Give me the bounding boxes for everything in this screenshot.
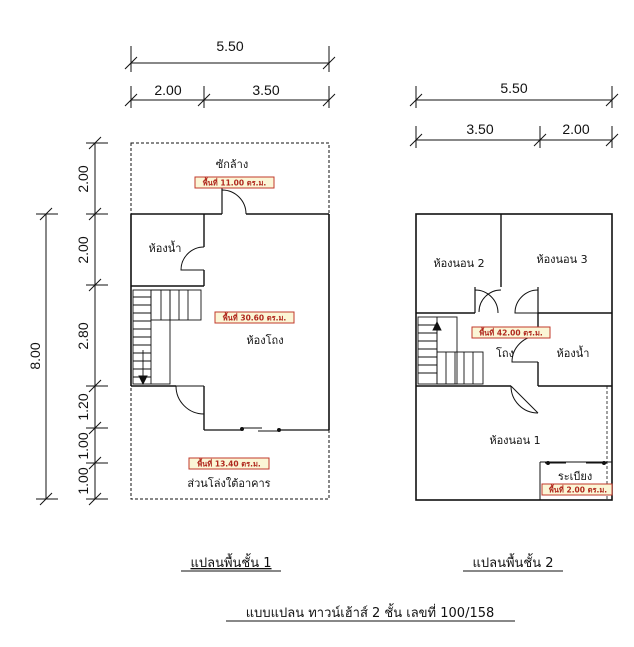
plan2-balcony-door (545, 461, 607, 465)
hall-label: ห้องโถง (246, 333, 283, 347)
plan1-width-seg-a-label: 2.00 (154, 82, 181, 98)
bathroom-1-label: ห้องน้ำ (149, 240, 182, 255)
drawing-title: แบบแปลน ทาวน์เฮ้าส์ 2 ชั้น เลขที่ 100/15… (246, 603, 495, 621)
parking-area-tag (188, 457, 270, 470)
plan2-width-seg-b-label: 2.00 (562, 121, 589, 137)
plan1-outline (130, 142, 330, 500)
plan1-caption: แปลนพื้นชั้น 1 (190, 553, 271, 571)
bathroom-2-label: ห้องน้ำ (557, 345, 590, 360)
plan1-row-label: 1.20 (75, 393, 91, 420)
plan2-hall-label: โถง (496, 346, 514, 360)
plan2-walls (415, 213, 613, 501)
plan1-width-total-label: 5.50 (216, 38, 243, 54)
balcony-area-label: พื้นที่ 2.00 ตร.ม. (549, 484, 607, 495)
parking-label: ส่วนโล่งใต้อาคาร (187, 476, 270, 490)
parking-area-label: พื้นที่ 13.40 ตร.ม. (197, 458, 261, 469)
plan2-hall-area-label: พื้นที่ 42.00 ตร.ม. (479, 327, 543, 338)
plan1-sliding-door (240, 427, 281, 432)
bedroom-3-label: ห้องนอน 3 (536, 253, 587, 266)
plan2-hall-area-tag (471, 326, 551, 339)
balcony-area-tag (541, 483, 613, 496)
hall-area-tag (214, 311, 295, 324)
plan1-doors (175, 189, 247, 415)
laundry-label: ซักล้าง (216, 158, 248, 171)
plan2-dimension-top (409, 86, 619, 148)
bedroom-1-label: ห้องนอน 1 (489, 434, 540, 447)
plan1-dimension-left (36, 136, 108, 506)
plan2-width-seg-a-label: 3.50 (466, 121, 493, 137)
laundry-area-label: พื้นที่ 11.00 ตร.ม. (203, 177, 267, 188)
bedroom-2-label: ห้องนอน 2 (433, 257, 484, 270)
laundry-area-tag (194, 176, 275, 189)
plan1-depth-total-label: 8.00 (27, 342, 43, 369)
plan1-row-label: 2.00 (75, 165, 91, 192)
hall-area-label: พื้นที่ 30.60 ตร.ม. (223, 312, 287, 323)
plan1-row-label: 2.00 (75, 236, 91, 263)
plan1-row-label: 1.00 (75, 432, 91, 459)
plan2-width-total-label: 5.50 (500, 80, 527, 96)
plan1-stairs (132, 289, 202, 386)
plan2-stairs (417, 316, 484, 385)
plan1-row-label: 1.00 (75, 467, 91, 494)
balcony-label: ระเบียง (558, 470, 592, 483)
plan2-doors (474, 289, 539, 414)
plan1-dimension-top (124, 46, 336, 108)
plan2-caption: แปลนพื้นชั้น 2 (472, 553, 553, 571)
plan1-width-seg-b-label: 3.50 (252, 82, 279, 98)
plan1-row-label: 2.80 (75, 322, 91, 349)
